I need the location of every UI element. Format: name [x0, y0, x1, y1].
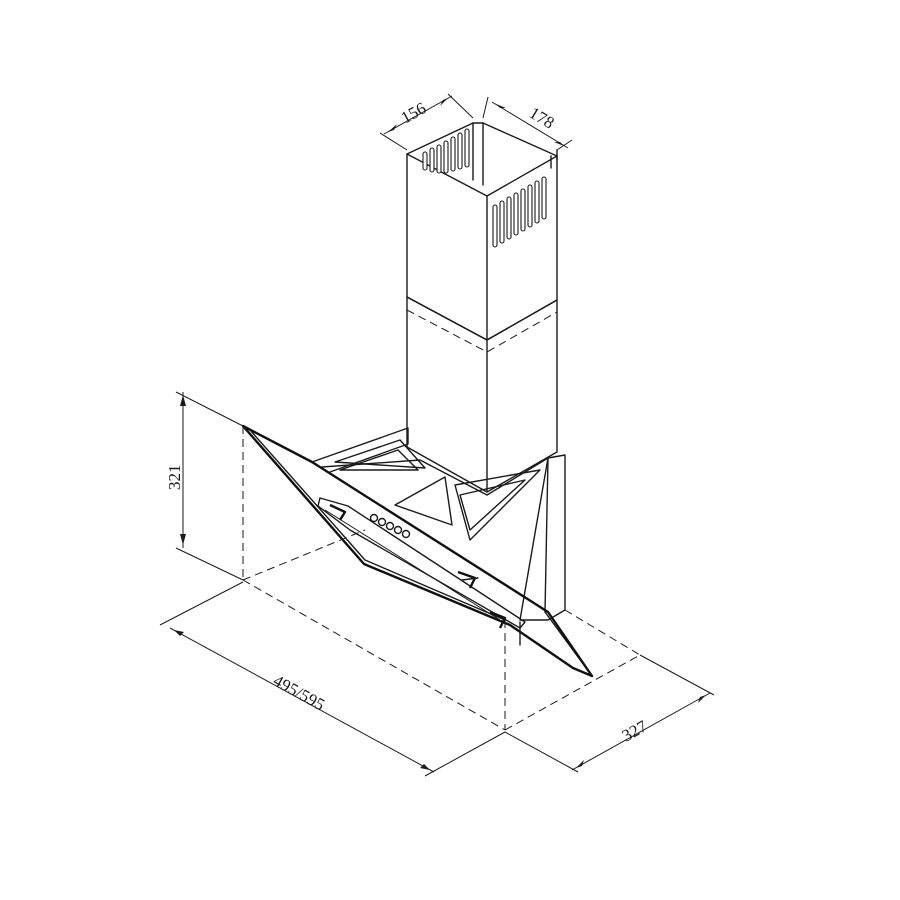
glass-front-panel — [241, 424, 594, 678]
bracket-left — [329, 503, 347, 521]
dimension-depth: 327 — [504, 654, 715, 773]
dimension-chimney-width: 178 — [482, 96, 573, 151]
vent-slots-right — [492, 176, 547, 248]
dim-321-label: 321 — [165, 465, 184, 491]
dim-178-label: 178 — [526, 103, 558, 132]
dimension-width: 495/595 — [159, 581, 506, 777]
bracket-right — [489, 610, 507, 629]
chimney-lower-outline — [406, 296, 558, 493]
hood-body — [241, 424, 594, 678]
control-panel-strip — [317, 497, 526, 629]
dim-495-595-label: 495/595 — [270, 671, 328, 715]
hidden-footprint-lines — [242, 426, 641, 731]
dimension-height: 321 — [165, 391, 244, 581]
chimney — [406, 122, 558, 493]
control-buttons — [369, 513, 411, 539]
vent-slots-left — [422, 128, 470, 174]
